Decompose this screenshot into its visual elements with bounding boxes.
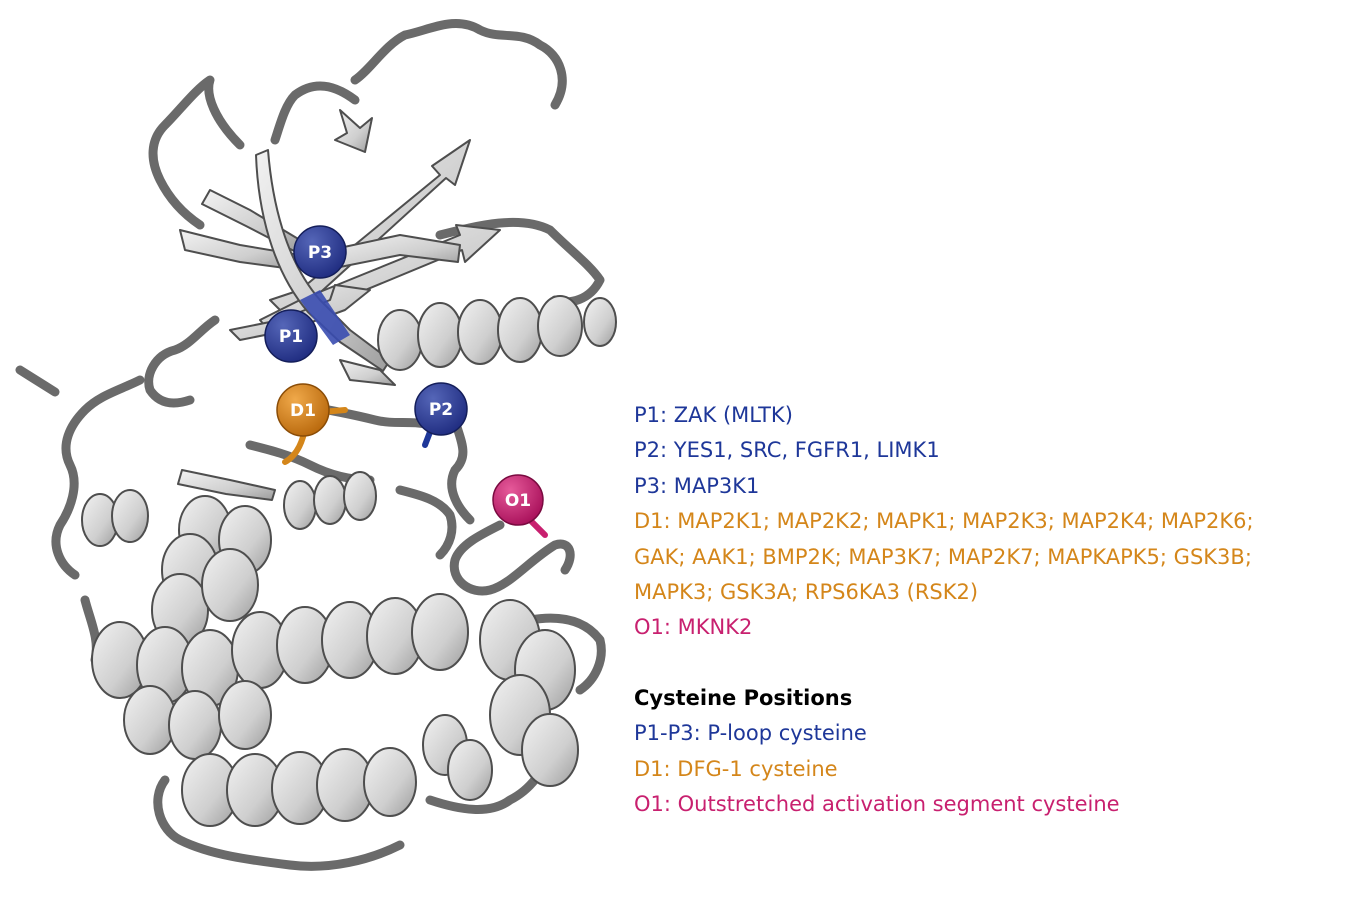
beta-sheet: [177, 109, 501, 501]
legend-o1: O1: MKNK2: [634, 615, 753, 640]
c-lobe-helices: [91, 495, 579, 827]
svg-text:P3: P3: [308, 243, 332, 263]
position-p-loop: P1-P3: P-loop cysteine: [634, 721, 867, 746]
position-outstretched: O1: Outstretched activation segment cyst…: [634, 792, 1120, 817]
position-dfg: D1: DFG-1 cysteine: [634, 756, 838, 781]
alpha-helix-c: [377, 295, 617, 371]
marker-o1: O1: [492, 474, 544, 526]
cysteine-markers: P3 P1 D1 P2 O1: [264, 225, 544, 526]
legend-p1: P1: ZAK (MLTK): [634, 403, 793, 427]
legend-d1-line2: GAK; AAK1; BMP2K; MAP3K7; MAP2K7; MAPKAP…: [634, 544, 1252, 569]
svg-text:O1: O1: [505, 491, 531, 511]
svg-text:P1: P1: [279, 327, 303, 347]
svg-text:D1: D1: [290, 401, 316, 421]
marker-p3: P3: [293, 225, 347, 279]
kinase-structure-ribbon: P3 P1 D1 P2 O1: [15, 19, 617, 871]
marker-d1: D1: [276, 383, 330, 437]
marker-p2: P2: [414, 382, 468, 436]
legend-d1-line1: D1: MAP2K1; MAP2K2; MAPK1; MAP2K3; MAP2K…: [634, 509, 1254, 534]
legend-spacer: [634, 646, 1334, 681]
p-loop-segment: [300, 290, 350, 345]
legend-p2: P2: YES1, SRC, FGFR1, LIMK1: [634, 438, 940, 463]
svg-text:P2: P2: [429, 400, 453, 420]
legend-p3: P3: MAP3K1: [634, 473, 760, 498]
positions-title: Cysteine Positions: [634, 685, 853, 710]
loop-coils: [15, 19, 606, 871]
alpha-helix-small: [81, 471, 377, 547]
legend-d1-line3: MAPK3; GSK3A; RPS6KA3 (RSK2): [634, 580, 979, 605]
legend: P1: ZAK (MLTK) P2: YES1, SRC, FGFR1, LIM…: [634, 398, 1334, 822]
marker-p1: P1: [264, 309, 318, 363]
